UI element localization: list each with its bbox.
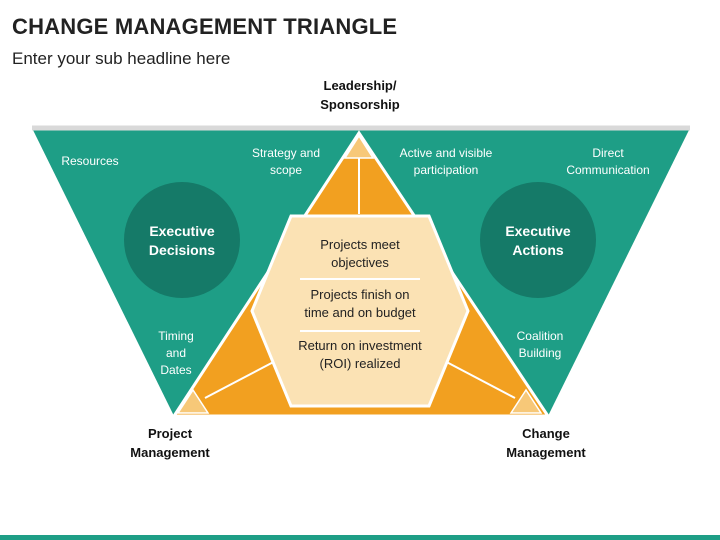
label-direct-communication: Direct Communication [566,146,650,178]
page-subtitle: Enter your sub headline here [12,49,231,68]
vertex-label-bottom-right: Change Management [506,426,586,460]
executive-actions-label: Executive Actions [505,223,571,258]
executive-decisions-circle [124,182,240,298]
label-strategy-scope: Strategy and scope [251,146,321,178]
label-coalition-building: Coalition Building [516,329,564,361]
right-corner-triangle [509,388,543,414]
label-resources: Resources [61,154,119,168]
page-title: CHANGE MANAGEMENT TRIANGLE [12,14,398,39]
executive-decisions-label: Executive Decisions [148,223,216,258]
bottom-accent-bar [0,535,720,540]
label-active-participation: Active and visible participation [399,146,493,178]
left-corner-triangle [176,388,210,414]
vertex-label-top: Leadership/ Sponsorship [320,78,400,112]
hexagon-item-budget: Projects finish on time and on budget [304,287,416,321]
center-hexagon [250,214,470,408]
connector-right [436,356,516,399]
hexagon-item-roi: Return on investment (ROI) realized [298,338,422,372]
label-timing-dates: Timing and Dates [158,329,194,378]
executive-actions-circle [480,182,596,298]
hexagon-item-objectives: Projects meet objectives [320,237,400,271]
connector-left [204,356,284,399]
vertex-label-bottom-left: Project Management [130,426,210,460]
